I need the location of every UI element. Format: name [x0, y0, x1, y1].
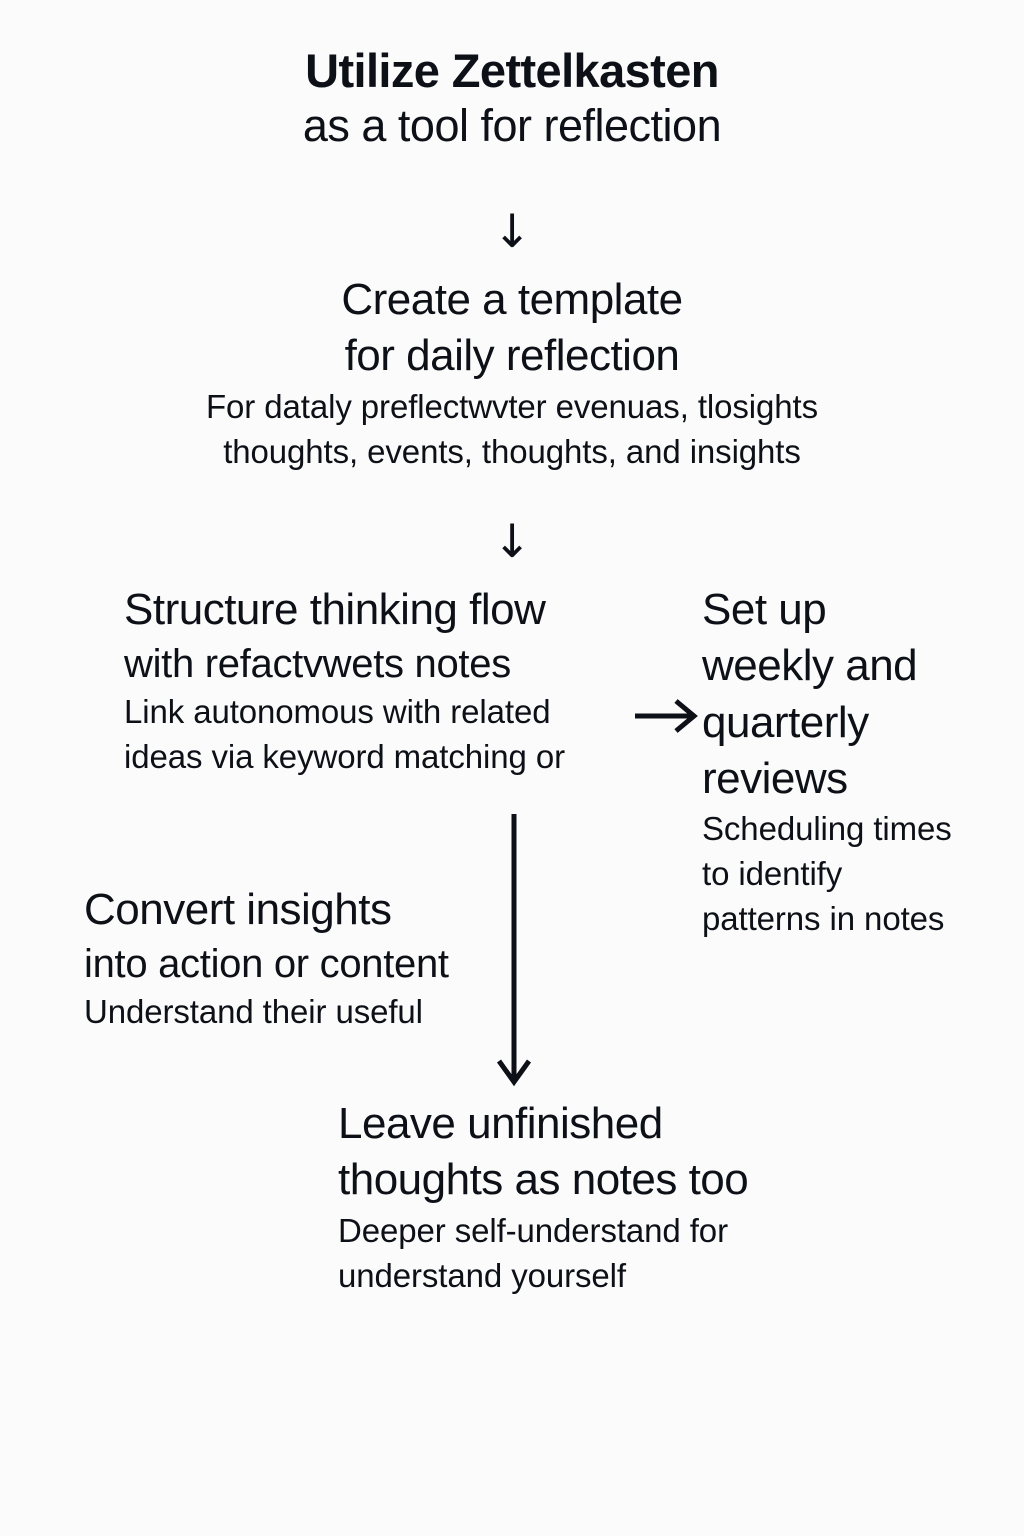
arrow-right-icon	[635, 699, 698, 733]
template-body-line-1: For dataly preflectwvter evenuas, tlosig…	[206, 387, 818, 425]
setup-body-line-1: Scheduling times	[702, 810, 952, 848]
connector-structure-to-leave	[494, 812, 534, 1097]
leave-body-line-1: Deeper self-understand for	[338, 1211, 728, 1249]
structure-body-line-1: Link autonomous with related	[124, 693, 551, 731]
setup-heading-line-1: Set up	[702, 585, 827, 634]
template-subheading: for daily reflection	[344, 331, 680, 381]
node-title: Utilize Zettelkasten as a tool for refle…	[0, 42, 1024, 154]
convert-heading: Convert insights	[84, 885, 392, 934]
arrow-down-icon: ↓	[492, 514, 532, 568]
connector-template-to-structure: ↓	[0, 518, 1024, 564]
title-heading: as a tool for reflection	[302, 100, 722, 152]
connector-structure-to-setup	[632, 692, 702, 745]
leave-body-line-2: understand yourself	[338, 1256, 626, 1294]
template-body-line-2: thoughts, events, thoughts, and insights	[223, 432, 801, 470]
node-structure: Structure thinking flow with refactvwets…	[124, 582, 565, 780]
connector-title-to-template: ↓	[0, 208, 1024, 254]
arrow-down-icon: ↓	[492, 204, 532, 258]
node-convert: Convert insights into action or content …	[84, 882, 449, 1035]
setup-heading-line-3: quarterly	[702, 697, 869, 747]
arrow-down-long-icon	[496, 814, 532, 1087]
structure-heading: Structure thinking flow	[124, 585, 546, 634]
leave-heading-line-1: Leave unfinished	[338, 1099, 663, 1148]
structure-subheading: with refactvwets notes	[124, 642, 511, 687]
convert-body-line-1: Understand their useful	[84, 993, 423, 1031]
title-heading-bold: Utilize Zettelkasten	[305, 44, 719, 97]
setup-heading-line-2: weekly and	[702, 641, 918, 691]
setup-body-line-3: patterns in notes	[702, 900, 945, 937]
structure-body-line-2: ideas via keyword matching or	[124, 738, 565, 776]
template-heading: Create a template	[341, 275, 683, 324]
leave-heading-line-2: thoughts as notes too	[338, 1155, 749, 1205]
node-setup: Set up weekly and quarterly reviews Sche…	[702, 582, 1002, 942]
setup-heading-line-4: reviews	[702, 753, 848, 803]
node-template: Create a template for daily reflection F…	[0, 272, 1024, 474]
setup-body-line-2: to identify	[702, 855, 843, 893]
node-leave: Leave unfinished thoughts as notes too D…	[338, 1096, 749, 1298]
convert-subheading: into action or content	[84, 942, 449, 987]
